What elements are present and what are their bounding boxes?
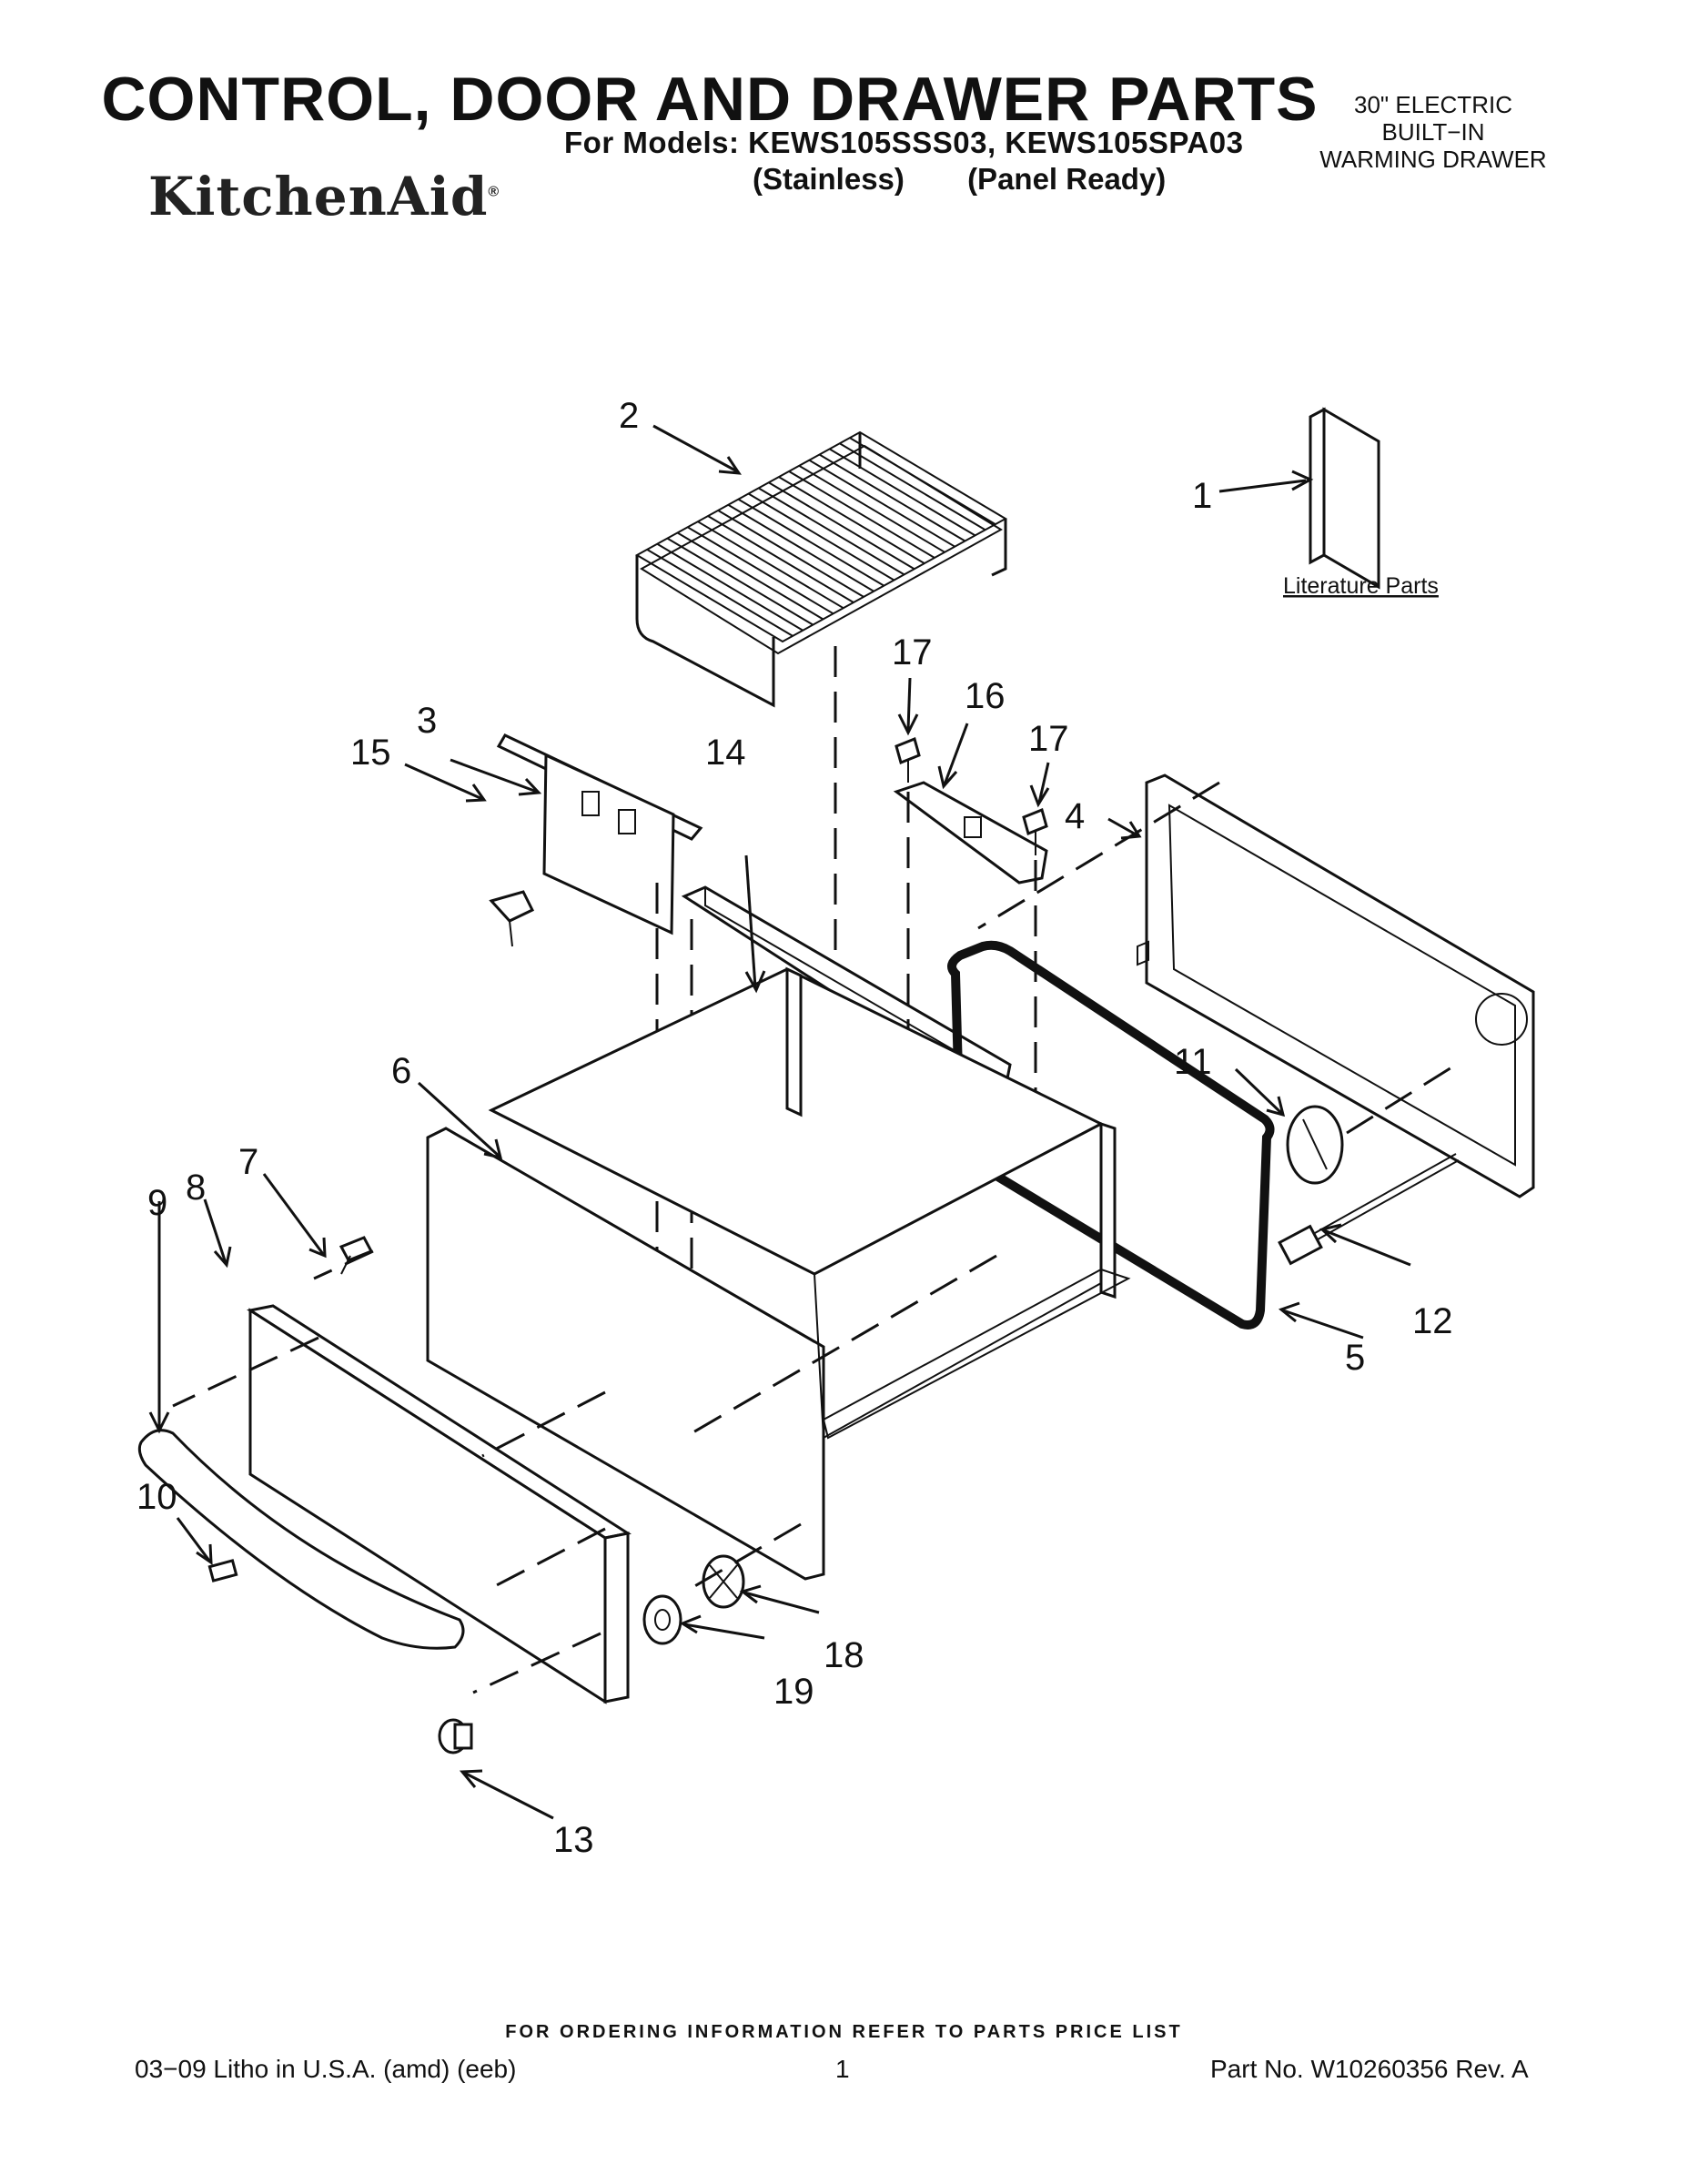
control-bracket — [496, 733, 703, 935]
part-number: Part No. W10260356 Rev. A — [1210, 2055, 1529, 2083]
callout-10: 10 — [136, 1477, 177, 1517]
rack-wire — [818, 453, 965, 542]
rear-panel — [1137, 774, 1535, 1198]
product-line-2: BUILT−IN — [1381, 118, 1485, 146]
rack-wire — [758, 487, 905, 576]
model-numbers: For Models: KEWS105SSS03, KEWS105SPA03 — [564, 126, 1244, 159]
bumper — [438, 1718, 473, 1754]
rack-wire — [747, 492, 895, 581]
rack-wire — [697, 521, 844, 610]
callout-17-left: 17 — [892, 632, 933, 672]
callout-5: 5 — [1345, 1338, 1365, 1378]
product-line-1: 30" ELECTRIC — [1354, 91, 1512, 118]
callout-15: 15 — [350, 733, 391, 773]
rack-wire — [778, 476, 925, 564]
litho-info: 03−09 Litho in U.S.A. (amd) (eeb) — [135, 2055, 517, 2083]
variant-stainless: (Stainless) — [753, 162, 905, 196]
rack-wire — [707, 515, 854, 603]
callout-8: 8 — [186, 1168, 206, 1208]
page-title: CONTROL, DOOR AND DRAWER PARTS — [101, 65, 1319, 134]
rack-wire — [808, 459, 955, 548]
page-number: 1 — [835, 2055, 850, 2083]
door-screw — [339, 1236, 374, 1275]
product-description: 30" ELECTRIC BUILT−IN WARMING DRAWER — [1292, 91, 1574, 173]
brand-name: KitchenAid — [148, 166, 489, 228]
rack-wire — [829, 448, 976, 537]
callout-11: 11 — [1174, 1042, 1212, 1082]
callout-18: 18 — [824, 1635, 864, 1675]
callout-12: 12 — [1412, 1301, 1453, 1341]
badge — [207, 1559, 238, 1582]
rack-wire — [768, 481, 915, 571]
product-line-3: WARMING DRAWER — [1319, 146, 1547, 173]
rack-wire — [849, 437, 996, 525]
rack-wire — [677, 531, 824, 621]
ordering-note: FOR ORDERING INFORMATION REFER TO PARTS … — [505, 2022, 1183, 2042]
control-knob — [1286, 1105, 1344, 1185]
callout-13: 13 — [553, 1820, 594, 1860]
brand-logo: KitchenAid® — [148, 166, 500, 228]
clip — [489, 890, 535, 947]
exploded-parts-diagram: Literature Parts — [136, 396, 1535, 1860]
rack-wire — [727, 503, 874, 592]
callout-9: 9 — [147, 1183, 167, 1223]
drawer-body — [426, 966, 1131, 1581]
callout-3: 3 — [417, 701, 437, 741]
spacer — [702, 1554, 745, 1609]
callout-6: 6 — [391, 1051, 411, 1091]
callout-19: 19 — [773, 1672, 814, 1712]
literature-parts-label: Literature Parts — [1283, 573, 1439, 599]
callout-16: 16 — [965, 676, 1006, 716]
washer — [642, 1594, 682, 1645]
callout-17-right: 17 — [1028, 719, 1069, 759]
rack-wire — [798, 464, 945, 553]
door-panel — [247, 1304, 632, 1704]
callout-7: 7 — [238, 1142, 258, 1182]
rack-wire — [687, 526, 834, 615]
callout-4: 4 — [1065, 796, 1085, 836]
callout-14: 14 — [705, 733, 746, 773]
rack-wire — [717, 510, 864, 598]
rack-wire — [839, 442, 986, 531]
screw-right — [1022, 807, 1048, 855]
rack-wire — [788, 470, 935, 559]
model-variants: (Stainless) (Panel Ready) — [753, 162, 1166, 197]
literature-booklet — [1309, 407, 1380, 590]
rack-wire — [646, 549, 793, 637]
rack-wire — [656, 542, 804, 632]
screw-left — [895, 736, 921, 783]
door-handle — [137, 1429, 465, 1650]
callout-2: 2 — [619, 396, 639, 436]
variant-panel-ready: (Panel Ready) — [967, 162, 1167, 196]
center-bracket — [893, 781, 1048, 885]
callout-1: 1 — [1192, 476, 1212, 516]
leader-arrows — [148, 424, 1411, 1820]
rack-wire — [666, 537, 814, 626]
warming-rack — [634, 430, 1008, 708]
rack-wire — [737, 498, 884, 587]
registered-mark: ® — [488, 184, 500, 200]
